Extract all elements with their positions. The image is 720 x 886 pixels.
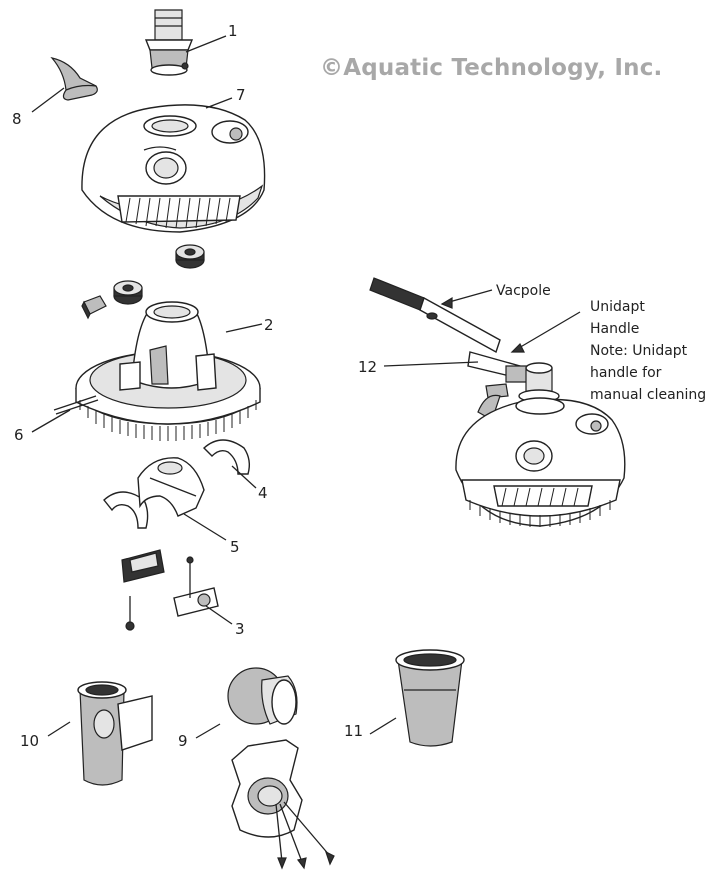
part-4-half-ring-right — [202, 439, 251, 475]
callout-8: 8 — [12, 110, 22, 128]
copyright-watermark: ©Aquatic Technology, Inc. — [320, 55, 663, 81]
callout-4: 4 — [258, 484, 268, 502]
callout-9: 9 — [178, 732, 188, 750]
part-7-top-cover — [81, 104, 266, 233]
part-10-skimmer-adapter — [77, 681, 153, 786]
part-9-wall-fitting — [227, 667, 335, 870]
weight-disk-lower — [175, 244, 205, 269]
leader-lines — [31, 35, 581, 739]
callout-12: 12 — [358, 358, 378, 376]
weight-disk-upper — [113, 280, 143, 305]
part-4-half-ring-left — [103, 491, 149, 529]
callout-3: 3 — [235, 620, 245, 638]
callout-6: 6 — [14, 426, 24, 444]
part-5-clamp — [137, 457, 205, 517]
callout-11: 11 — [344, 722, 364, 740]
part-11-cup — [395, 649, 465, 747]
part-3-bracket — [121, 549, 219, 631]
callout-5: 5 — [230, 538, 240, 556]
note-line1: Note: Unidapt — [590, 343, 688, 359]
small-clip — [81, 295, 107, 320]
unidapt-label-line1: Unidapt — [590, 299, 645, 315]
part-2-base — [75, 301, 261, 441]
vacpole-label: Vacpole — [496, 283, 551, 299]
callout-1: 1 — [228, 22, 238, 40]
unidapt-label-line2: Handle — [590, 321, 640, 337]
assembled-cleaner — [369, 277, 626, 527]
note-line3: manual cleaning — [590, 387, 707, 403]
part-1-swivel-adapter — [144, 9, 194, 76]
callout-10: 10 — [20, 732, 40, 750]
part-6-pin — [53, 395, 99, 415]
note-line2: handle for — [590, 365, 662, 381]
callout-2: 2 — [264, 316, 274, 334]
part-8-fin — [50, 57, 98, 101]
callout-7: 7 — [236, 86, 246, 104]
